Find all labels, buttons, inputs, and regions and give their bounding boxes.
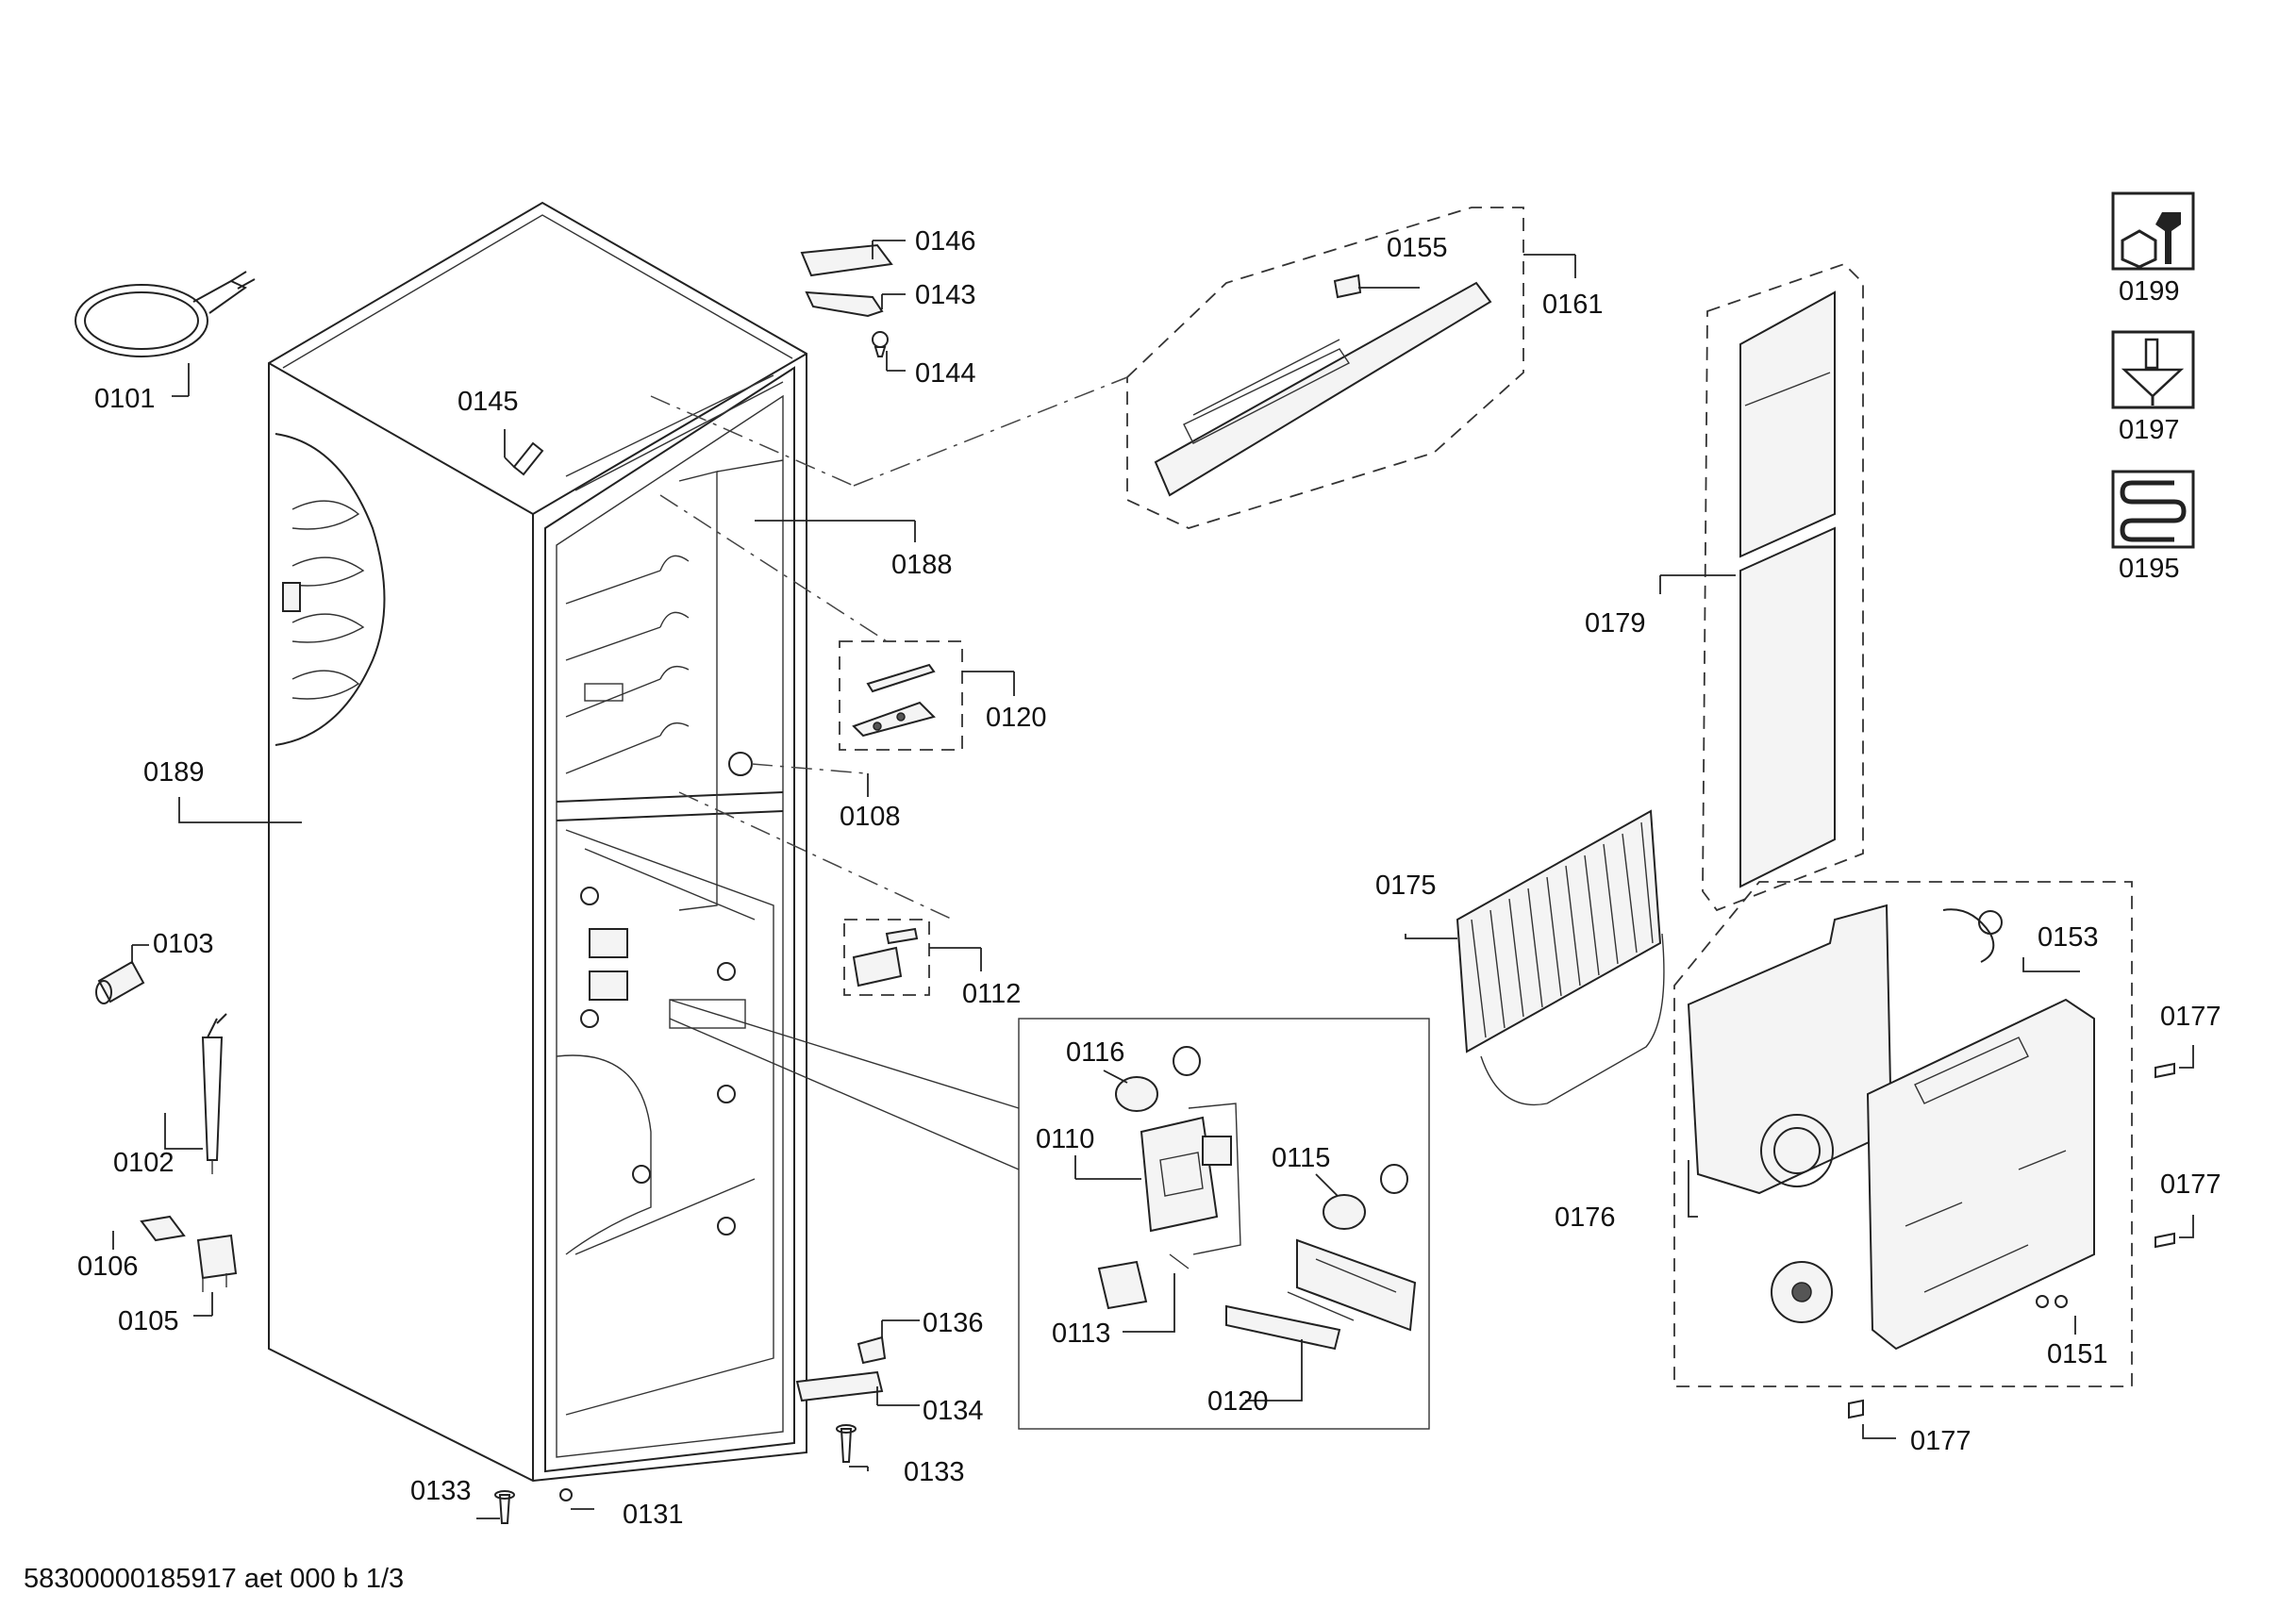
label-0177-middle: 0177 xyxy=(2160,1169,2221,1200)
label-0103: 0103 xyxy=(153,929,214,959)
label-0136: 0136 xyxy=(923,1308,984,1338)
label-0177-bottom: 0177 xyxy=(1910,1426,1972,1456)
label-0120-upper: 0120 xyxy=(986,703,1047,733)
label-0120-lower: 0120 xyxy=(1207,1386,1269,1417)
lower-hinge-parts xyxy=(476,1319,920,1524)
label-0145: 0145 xyxy=(458,387,519,417)
label-0189: 0189 xyxy=(143,757,205,788)
label-0151: 0151 xyxy=(2047,1339,2108,1369)
control-module-assembly xyxy=(650,207,1576,529)
label-0176: 0176 xyxy=(1555,1203,1616,1233)
document-id-footer: 58300000185917 aet 000 b 1/3 xyxy=(24,1564,404,1594)
label-0161: 0161 xyxy=(1542,290,1604,320)
wrench-nut-icon xyxy=(2111,191,2195,271)
label-0105: 0105 xyxy=(118,1306,179,1336)
label-0144: 0144 xyxy=(915,358,976,389)
label-0133-left: 0133 xyxy=(410,1476,472,1506)
label-0102: 0102 xyxy=(113,1148,175,1178)
label-0143: 0143 xyxy=(915,280,976,310)
label-0110: 0110 xyxy=(1036,1124,1094,1154)
heating-coil-icon xyxy=(2111,470,2195,549)
label-0195: 0195 xyxy=(2119,554,2180,584)
power-cord-part xyxy=(75,271,256,397)
label-0116: 0116 xyxy=(1066,1037,1124,1068)
left-small-parts xyxy=(95,944,238,1317)
top-hinge-parts xyxy=(800,240,906,372)
label-0179: 0179 xyxy=(1585,608,1646,639)
label-0133-right: 0133 xyxy=(904,1457,965,1487)
label-0101: 0101 xyxy=(94,384,156,414)
label-0175: 0175 xyxy=(1375,871,1437,901)
label-0113: 0113 xyxy=(1052,1319,1110,1349)
label-0134: 0134 xyxy=(923,1396,984,1426)
label-0108: 0108 xyxy=(840,802,901,832)
label-0146: 0146 xyxy=(915,226,976,257)
label-0112: 0112 xyxy=(962,979,1021,1009)
label-0188: 0188 xyxy=(891,550,953,580)
light-switch-assembly-upper xyxy=(659,494,1015,751)
label-0177-top: 0177 xyxy=(2160,1002,2221,1032)
door-switch-assembly xyxy=(678,791,982,996)
cabinet-housing-part xyxy=(178,201,807,1483)
control-panel-detail xyxy=(669,999,1430,1430)
grease-tube-icon xyxy=(2111,330,2195,409)
top-clip-part xyxy=(504,429,544,476)
label-0155: 0155 xyxy=(1387,233,1448,263)
label-0106: 0106 xyxy=(77,1252,139,1282)
label-0131: 0131 xyxy=(623,1500,684,1530)
label-0197: 0197 xyxy=(2119,415,2180,445)
label-0153: 0153 xyxy=(2038,922,2099,953)
fan-module-screws xyxy=(1848,1045,2194,1439)
door-assembly xyxy=(1659,262,1864,912)
label-0115: 0115 xyxy=(1272,1143,1330,1173)
label-0199: 0199 xyxy=(2119,276,2180,307)
fan-module-assembly xyxy=(1673,881,2133,1387)
evaporator-part xyxy=(1405,809,1665,1106)
